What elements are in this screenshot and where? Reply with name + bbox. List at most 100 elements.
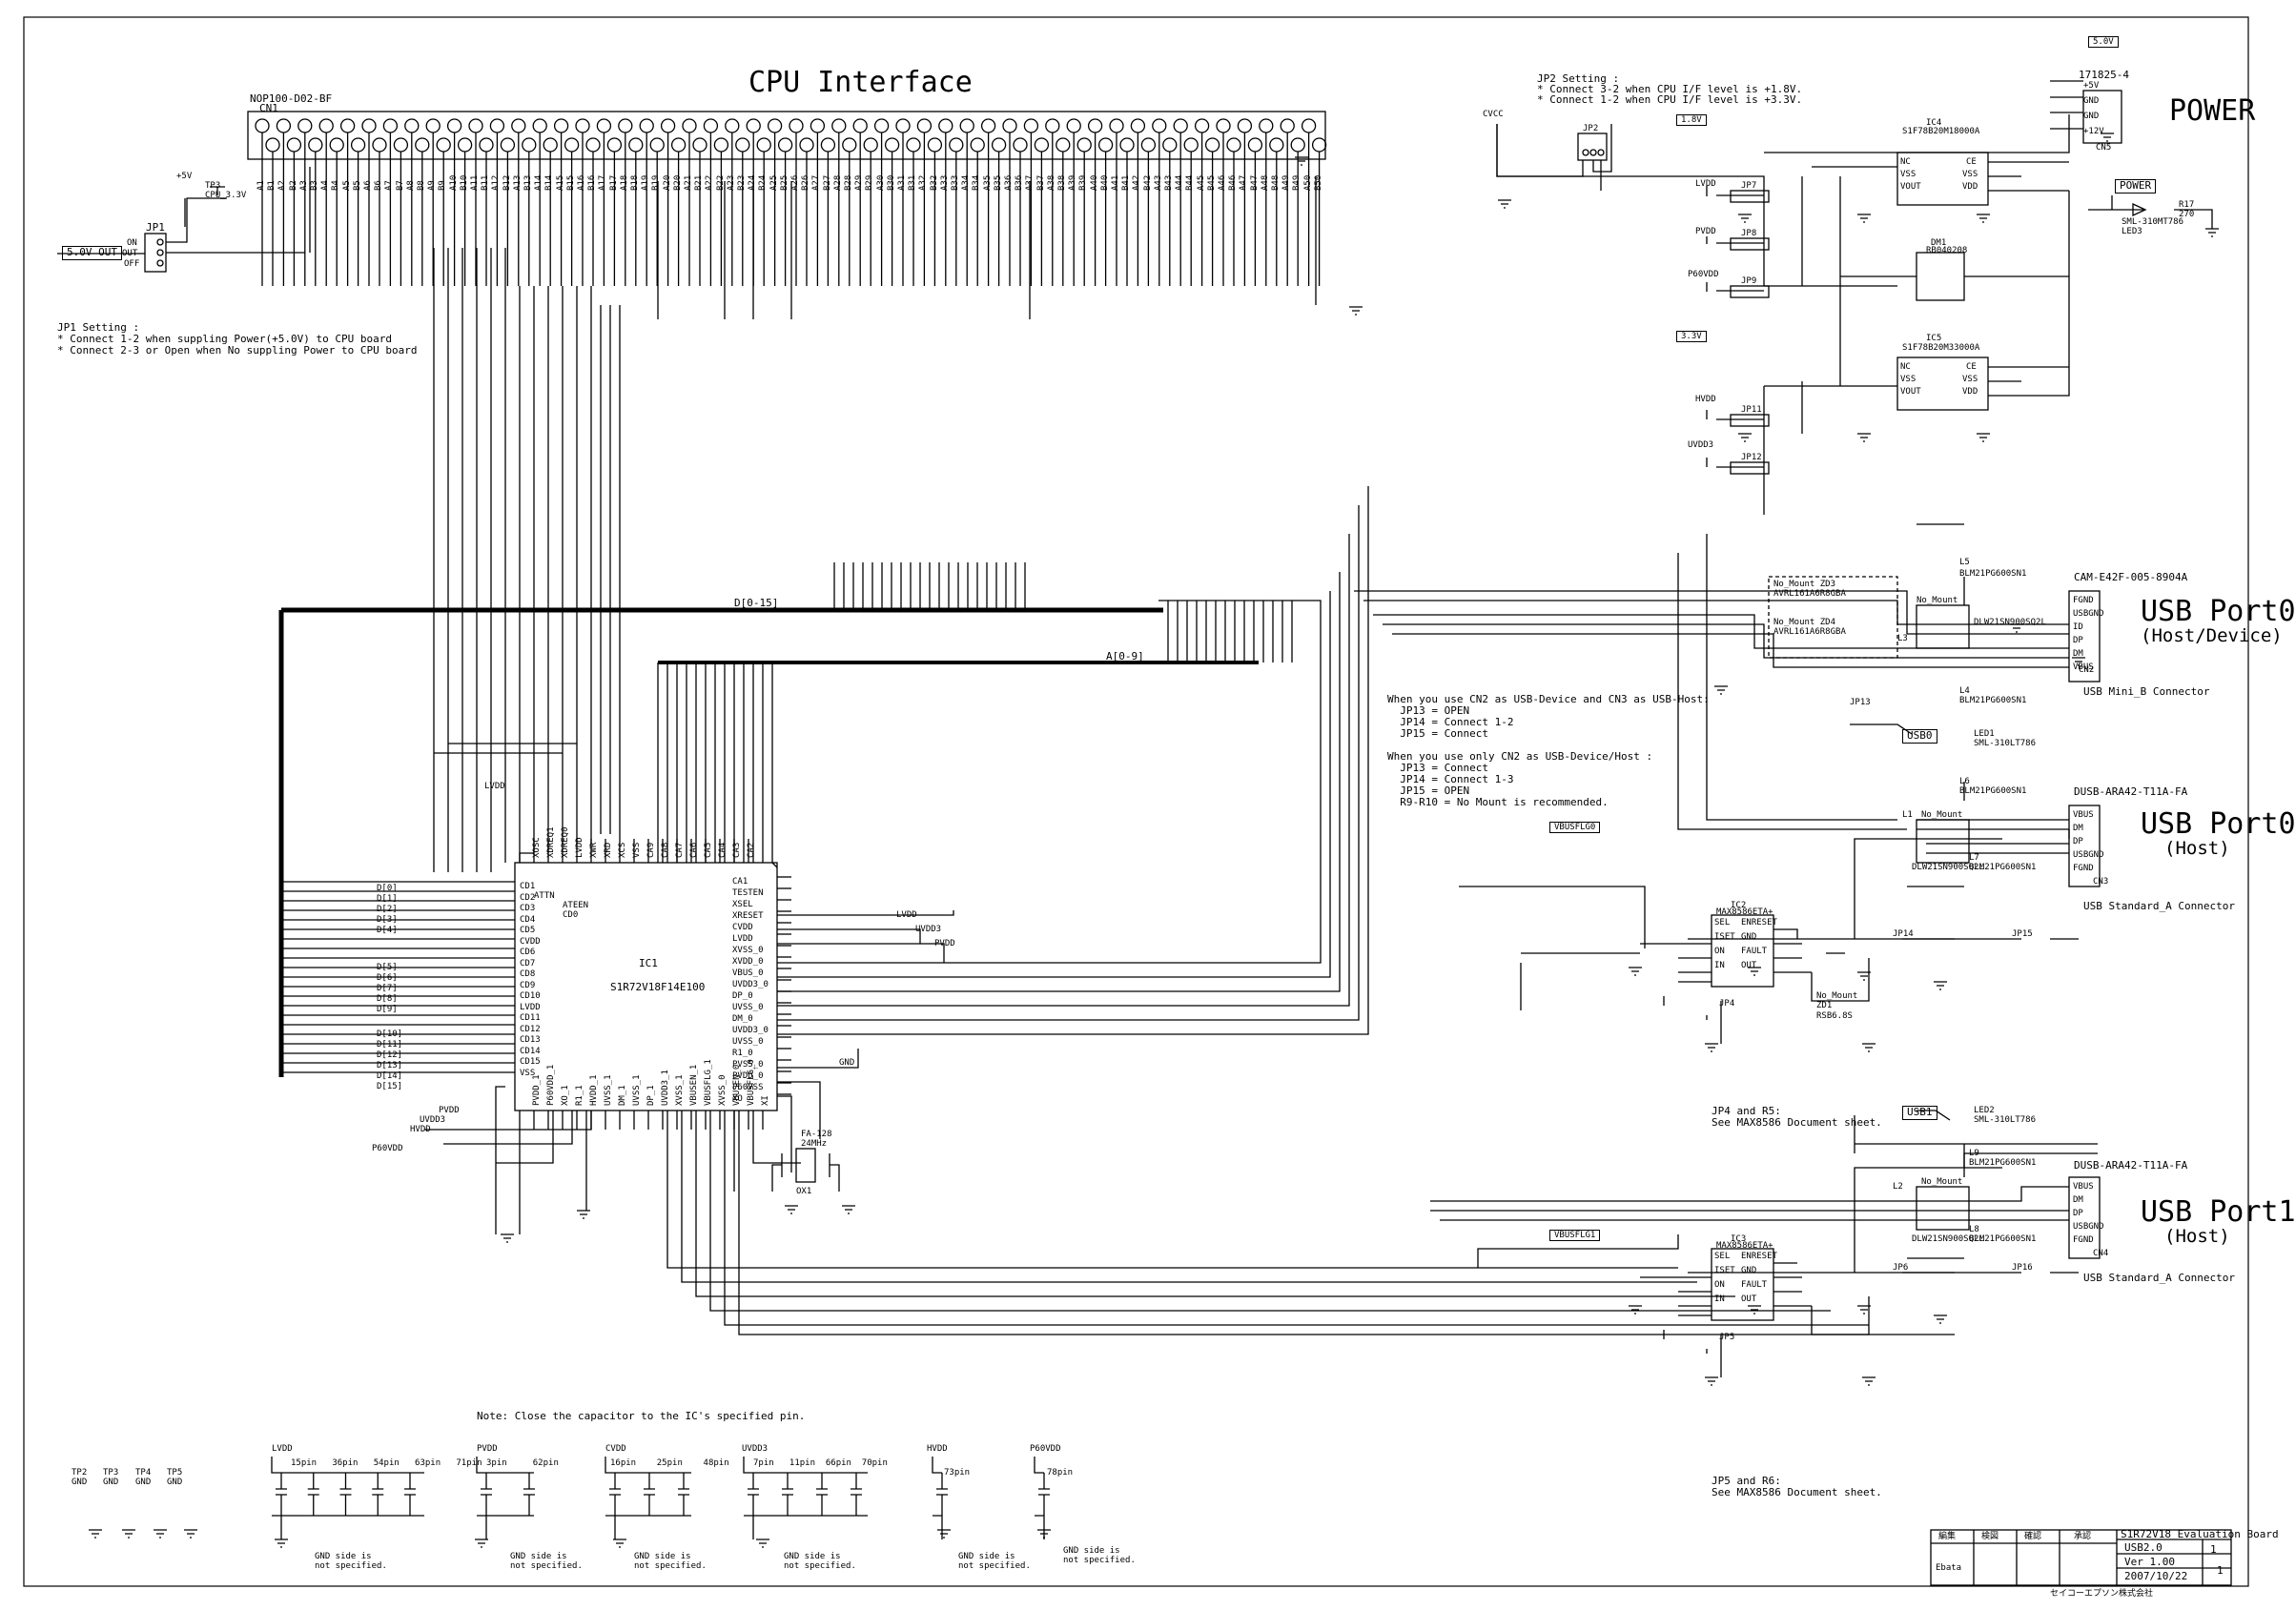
ground-symbol bbox=[154, 1529, 167, 1539]
ground-symbols bbox=[89, 132, 2219, 1548]
tp3-label: TP3 GND bbox=[103, 1468, 119, 1488]
cn1-pin-label: B38 bbox=[1057, 174, 1067, 191]
zd4-label: No_Mount ZD4 AVRL161A6R8GBA bbox=[1773, 618, 1846, 638]
l9-part: BLM21PG600SN1 bbox=[1969, 1158, 2037, 1168]
ic5-part: S1F78B20M33000A bbox=[1902, 343, 1980, 353]
decap-rail bbox=[743, 1457, 868, 1474]
decap-hvdd-pins: 73pin bbox=[944, 1468, 971, 1478]
jp4-label: JP4 bbox=[1719, 999, 1735, 1009]
l1-label: L1 bbox=[1902, 810, 1913, 820]
cn1-connector bbox=[247, 111, 1327, 160]
ic1-data-net-label: D[12] bbox=[377, 1050, 403, 1060]
cn4-pin-label: FGND bbox=[2073, 1235, 2094, 1245]
cn1-pin-label: A47 bbox=[1239, 174, 1249, 191]
decap-pvdd: PVDD bbox=[477, 1444, 498, 1454]
ic5-pin-nc: NC bbox=[1900, 362, 1911, 372]
cn1-pin-circle bbox=[500, 137, 516, 153]
jp9-ref: JP9 bbox=[1741, 276, 1757, 286]
ic1-ateen: ATEEN bbox=[563, 901, 589, 910]
decap-uvdd3-pins: 7pin 11pin 66pin 70pin bbox=[753, 1458, 888, 1468]
cn1-pin-label: A4 bbox=[320, 180, 331, 191]
l5-part: BLM21PG600SN1 bbox=[1959, 569, 2027, 579]
usb-port0-device-mode: (Host/Device) bbox=[2141, 625, 2283, 646]
cn1-pin-label: A19 bbox=[641, 174, 651, 191]
ic1-routes bbox=[424, 248, 1955, 1335]
vbusflg0-tag: VBUSFLG0 bbox=[1549, 822, 1601, 834]
jp1-setting-2: * Connect 2-3 or Open when No suppling P… bbox=[57, 344, 418, 357]
jp6-label: JP6 bbox=[1893, 1263, 1909, 1273]
ic4-ref: IC4 bbox=[1926, 118, 1942, 128]
d-bus-label: D[0-15] bbox=[734, 597, 779, 609]
ground-symbol bbox=[1748, 1305, 1761, 1314]
ground-symbol bbox=[1857, 214, 1871, 223]
cn1-pin-circle bbox=[884, 137, 900, 153]
cn1-pin-label: A43 bbox=[1153, 174, 1163, 191]
jp4-note-2: See MAX8586 Document sheet. bbox=[1712, 1116, 1882, 1129]
cn1-pin-circle bbox=[479, 137, 494, 153]
cn1-pin-label: B29 bbox=[865, 174, 875, 191]
ic1-top-pin-label: CA3 bbox=[732, 842, 742, 858]
cn1-pin-label: B19 bbox=[651, 174, 662, 191]
ic1-right-pin-label: CVDD bbox=[732, 923, 753, 932]
sheet-border bbox=[23, 16, 2249, 1587]
max8586-pin-label: OUT bbox=[1741, 961, 1757, 970]
gnd-unspec-4: GND side is not specified. bbox=[784, 1552, 856, 1572]
usb-section-shapes bbox=[1520, 523, 2101, 1377]
ground-symbol bbox=[475, 1539, 488, 1548]
max8586-pin-label: ENRESET bbox=[1741, 918, 1777, 927]
cn1-pin-circle bbox=[489, 118, 505, 133]
gnd-unspec-3: GND side is not specified. bbox=[634, 1552, 707, 1572]
cn1-pin-label: A21 bbox=[684, 174, 693, 191]
max8586-pin-label: FAULT bbox=[1741, 1280, 1768, 1290]
jp12-ref: JP12 bbox=[1741, 453, 1762, 462]
cn4-pin-label: DM bbox=[2073, 1195, 2083, 1205]
ic1-data-net-label: D[7] bbox=[377, 984, 398, 993]
cn1-pin-circle bbox=[585, 137, 601, 153]
decap-p60vdd-pins: 78pin bbox=[1047, 1468, 1074, 1478]
cn1-pin-circle bbox=[660, 118, 676, 133]
cn1-pin-circle bbox=[863, 137, 878, 153]
usb-note-1: JP13 = OPEN bbox=[1387, 704, 1470, 717]
max8586-pin-label: OUT bbox=[1741, 1294, 1757, 1304]
cn1-pin-label: A18 bbox=[619, 174, 629, 191]
ic1-left-pin-label: CD2 bbox=[520, 892, 536, 903]
decap-capacitor bbox=[816, 1473, 828, 1516]
ground-symbol bbox=[1857, 433, 1871, 442]
cn1-pin-circle bbox=[970, 137, 985, 153]
cn1-pin-circle bbox=[670, 137, 687, 153]
cn1-pin-label: B10 bbox=[459, 174, 469, 191]
cn1-pin-label: A27 bbox=[811, 174, 822, 191]
cn1-pin-label: B18 bbox=[630, 174, 640, 191]
cn2-pin-label: DP bbox=[2073, 636, 2083, 645]
tp4-label: TP4 GND bbox=[135, 1468, 152, 1488]
usb-note-title2: When you use only CN2 as USB-Device/Host… bbox=[1387, 750, 1653, 763]
l6-label: L6 bbox=[1959, 777, 1970, 786]
cn1-pin-circle bbox=[468, 118, 483, 133]
power-section bbox=[1496, 80, 2213, 515]
tb-drawn-by: Ebata bbox=[1936, 1563, 1962, 1573]
ic1-bottom-pin-label: VBUSFLG_0 bbox=[747, 1059, 756, 1106]
cn1-pin-label: A15 bbox=[555, 174, 565, 191]
hvdd-net: HVDD bbox=[1695, 395, 1716, 404]
ic4-pin-vdd: VDD bbox=[1962, 182, 1978, 192]
cn1-pin-label: B17 bbox=[608, 174, 619, 191]
cn1-pin-circle bbox=[436, 137, 451, 153]
usb-host0-lines bbox=[1677, 534, 2070, 854]
ground-symbol bbox=[756, 1539, 769, 1548]
cn5-pin-4: +12V bbox=[2083, 127, 2104, 136]
ic1-bottom-pin-label: PVDD_1 bbox=[532, 1074, 542, 1106]
cn1-pin-label: A23 bbox=[726, 174, 736, 191]
ic1-data-net-label: D[6] bbox=[377, 973, 398, 983]
jp2-setting-2: * Connect 1-2 when CPU I/F level is +3.3… bbox=[1537, 93, 1803, 106]
l7-part: BLM21PG600SN1 bbox=[1969, 863, 2037, 872]
decap-rail bbox=[271, 1457, 424, 1474]
decap-rail bbox=[476, 1457, 534, 1474]
cn1-pin-label: B48 bbox=[1271, 174, 1281, 191]
ic1-data-net-label: D[3] bbox=[377, 915, 398, 925]
ic1-top-pin-label: CA6 bbox=[689, 842, 699, 858]
cn1-pin-label: A42 bbox=[1132, 174, 1142, 191]
dm1-ref: DM1 bbox=[1931, 238, 1947, 248]
decap-capacitor bbox=[609, 1473, 621, 1516]
cn1-pin-circle bbox=[532, 118, 547, 133]
cn1-pin-label: B14 bbox=[544, 174, 555, 191]
